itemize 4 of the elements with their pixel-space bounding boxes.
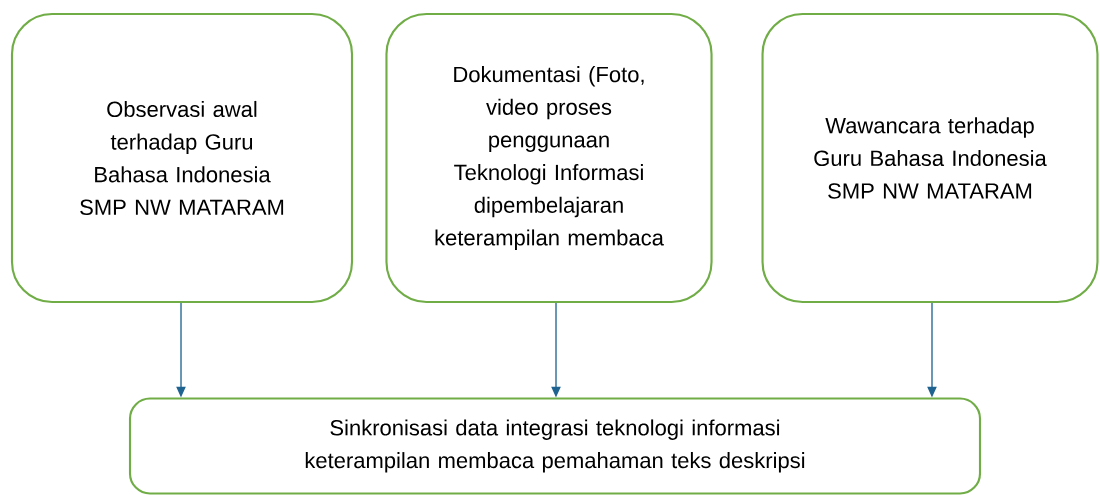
process-box: Wawancara terhadap Guru Bahasa Indonesia SMP NW MATARAM — [761, 12, 1099, 304]
process-box: Observasi awal terhadap Guru Bahasa Indonesia SMP NW MATARAM — [10, 12, 354, 304]
process-box: Dokumentasi (Foto, video proses penggunaan Teknologi Informasi dipembelajaran keterampilan membaca — [385, 12, 713, 304]
result-box: Sinkronisasi data integrasi teknologi informasi keterampilan membaca pemahaman teks deskripsi — [128, 397, 982, 495]
